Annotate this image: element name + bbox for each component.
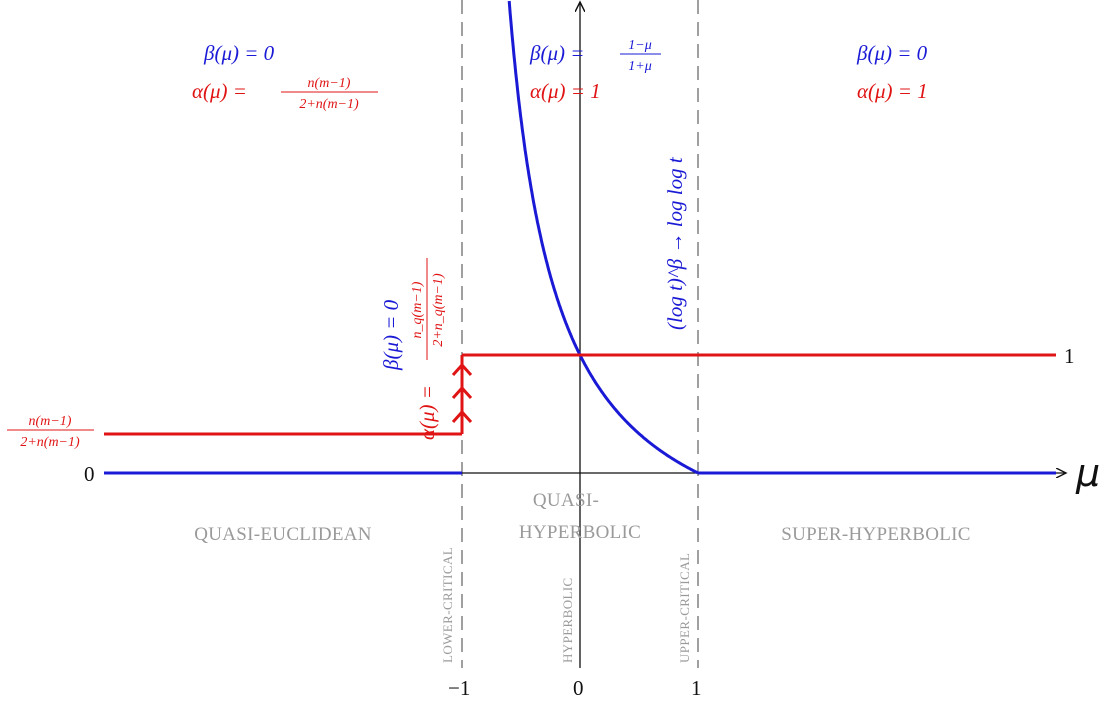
- beta-curve: [507, 0, 699, 475]
- left-alpha-lhs: α(μ) =: [192, 79, 247, 103]
- mid-alpha-formula: α(μ) = 1: [530, 79, 601, 103]
- x-axis-label: μ: [1075, 451, 1100, 495]
- left-beta-formula: β(μ) = 0: [203, 41, 275, 65]
- region-super-hyperbolic: SUPER-HYPERBOLIC: [781, 524, 971, 545]
- region-quasi-euclidean: QUASI-EUCLIDEAN: [194, 524, 372, 545]
- mid-beta-lhs: β(μ) =: [529, 41, 584, 65]
- region-lower-critical: LOWER-CRITICAL: [440, 547, 455, 663]
- alpha-low-level-num: n(m−1): [29, 414, 72, 429]
- region-quasi-hyperbolic-line1: QUASI-: [533, 490, 599, 511]
- jump-chevron-2: [451, 385, 473, 400]
- crit-beta-formula: β(μ) = 0: [379, 299, 403, 371]
- alpha-low-level-den: 2+n(m−1): [20, 435, 80, 450]
- tick-zero: 0: [573, 676, 584, 700]
- crit-alpha-num: n_q(m−1): [410, 281, 425, 338]
- region-upper-critical: UPPER-CRITICAL: [677, 553, 692, 663]
- tick-minus-one: −1: [448, 676, 470, 700]
- jump-chevron-1: [451, 409, 473, 424]
- right-beta-formula: β(μ) = 0: [856, 41, 928, 65]
- log-note: (log t)^β → log log t: [663, 156, 687, 330]
- alpha-one-level-label: 1: [1064, 344, 1075, 368]
- jump-chevron-3: [451, 362, 473, 377]
- beta-zero-level-label: 0: [84, 462, 95, 486]
- crit-alpha-lhs: α(μ) =: [415, 385, 439, 440]
- left-alpha-num: n(m−1): [308, 76, 351, 91]
- critical-formulas: β(μ) = 0 α(μ) = n_q(m−1) 2+n_q(m−1): [379, 258, 446, 440]
- region-quasi-hyperbolic-line2: HYPERBOLIC: [519, 522, 641, 543]
- mid-beta-den: 1+μ: [628, 59, 651, 74]
- crit-alpha-den: 2+n_q(m−1): [431, 273, 446, 347]
- left-alpha-den: 2+n(m−1): [299, 97, 359, 112]
- mid-beta-num: 1−μ: [628, 38, 651, 53]
- right-alpha-formula: α(μ) = 1: [857, 79, 928, 103]
- region-hyperbolic: HYPERBOLIC: [560, 577, 575, 663]
- tick-one: 1: [691, 676, 702, 700]
